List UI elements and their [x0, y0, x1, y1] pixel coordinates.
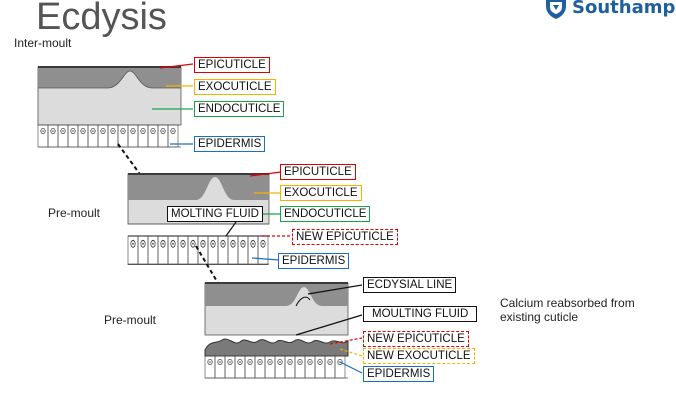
label-epidermis-premoult-1: EPIDERMIS	[278, 253, 350, 269]
calcium-note: Calcium reabsorbed from existing cuticle	[500, 296, 635, 324]
label-new-epicuticle-premoult-2: NEW EPICUTICLE	[363, 331, 469, 347]
label-epicuticle-intermoult: EPICUTICLE	[194, 57, 270, 73]
label-moulting-fluid: MOULTING FLUID	[363, 306, 478, 322]
label-exocuticle-premoult-1: EXOCUTICLE	[280, 185, 362, 201]
intermoult-cuticle-diagram	[37, 66, 182, 148]
crest-icon	[546, 0, 566, 19]
slide-title: Ecdysis	[36, 0, 167, 38]
label-endocuticle-intermoult: ENDOCUTICLE	[194, 101, 285, 117]
university-brand: Southamp	[544, 0, 675, 20]
label-new-exocuticle: NEW EXOCUTICLE	[363, 348, 475, 364]
brand-name: Southamp	[572, 0, 676, 18]
premoult-2-cuticle-diagram	[204, 282, 349, 379]
stage-label-premoult-1: Pre-moult	[48, 206, 101, 220]
label-epidermis-intermoult: EPIDERMIS	[194, 136, 266, 152]
label-epicuticle-premoult-1: EPICUTICLE	[280, 164, 356, 180]
label-exocuticle-intermoult: EXOCUTICLE	[194, 79, 276, 95]
stage-label-intermoult: Inter-moult	[14, 36, 72, 50]
label-epidermis-premoult-2: EPIDERMIS	[363, 366, 435, 382]
label-endocuticle-premoult-1: ENDOCUTICLE	[280, 206, 371, 222]
label-molting-fluid: MOLTING FLUID	[167, 206, 263, 222]
label-ecdysial-line: ECDYSIAL LINE	[363, 277, 457, 293]
stage-label-premoult-2: Pre-moult	[104, 313, 157, 327]
label-new-epicuticle-premoult-1: NEW EPICUTICLE	[292, 229, 398, 245]
